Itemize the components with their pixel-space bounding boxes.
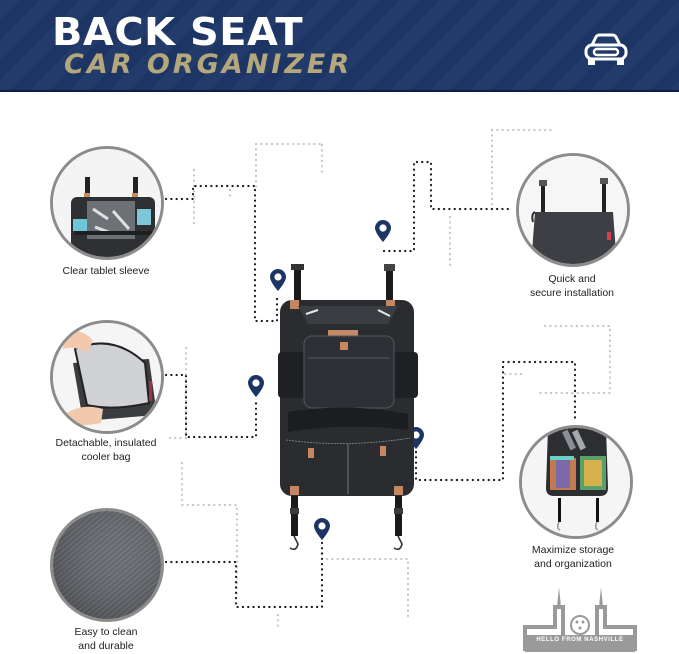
feature-label-line: cooler bag [81,451,131,463]
feature-label-cooler-bag: Detachable, insulated cooler bag [36,436,176,464]
car-front-icon [584,33,628,65]
feature-image-tablet-sleeve [50,146,164,260]
feature-label-fabric: Easy to clean and durable [36,625,176,653]
feature-label-storage: Maximize storage and organization [503,543,643,571]
feature-image-installation [516,153,630,267]
feature-label-line: and organization [534,558,612,570]
feature-label-line: and durable [78,640,134,652]
feature-label-tablet-sleeve: Clear tablet sleeve [36,264,176,278]
product-image-organizer [278,264,418,551]
feature-image-fabric [50,508,164,622]
map-pin-icon [270,269,286,291]
nashville-skyline-icon [523,587,637,652]
map-pin-icon [375,220,391,242]
feature-label-line: Detachable, insulated [55,437,157,449]
feature-label-installation: Quick and secure installation [502,272,642,300]
map-pin-icon [248,375,264,397]
banner-subtitle: CAR ORGANIZER [64,49,353,80]
nashville-badge-text: HELLO FROM NASHVILLE [536,637,624,643]
feature-label-line: Clear tablet sleeve [62,265,150,277]
feature-image-cooler-bag [50,320,164,434]
feature-label-line: Easy to clean [74,626,138,638]
feature-label-line: Maximize storage [531,544,615,556]
map-pin-icon [314,518,330,540]
header-banner: BACK SEAT CAR ORGANIZER [0,0,679,92]
feature-label-line: secure installation [529,287,615,299]
feature-label-line: Quick and [548,273,596,285]
banner-title: BACK SEAT [52,10,304,54]
feature-image-storage [519,425,633,539]
